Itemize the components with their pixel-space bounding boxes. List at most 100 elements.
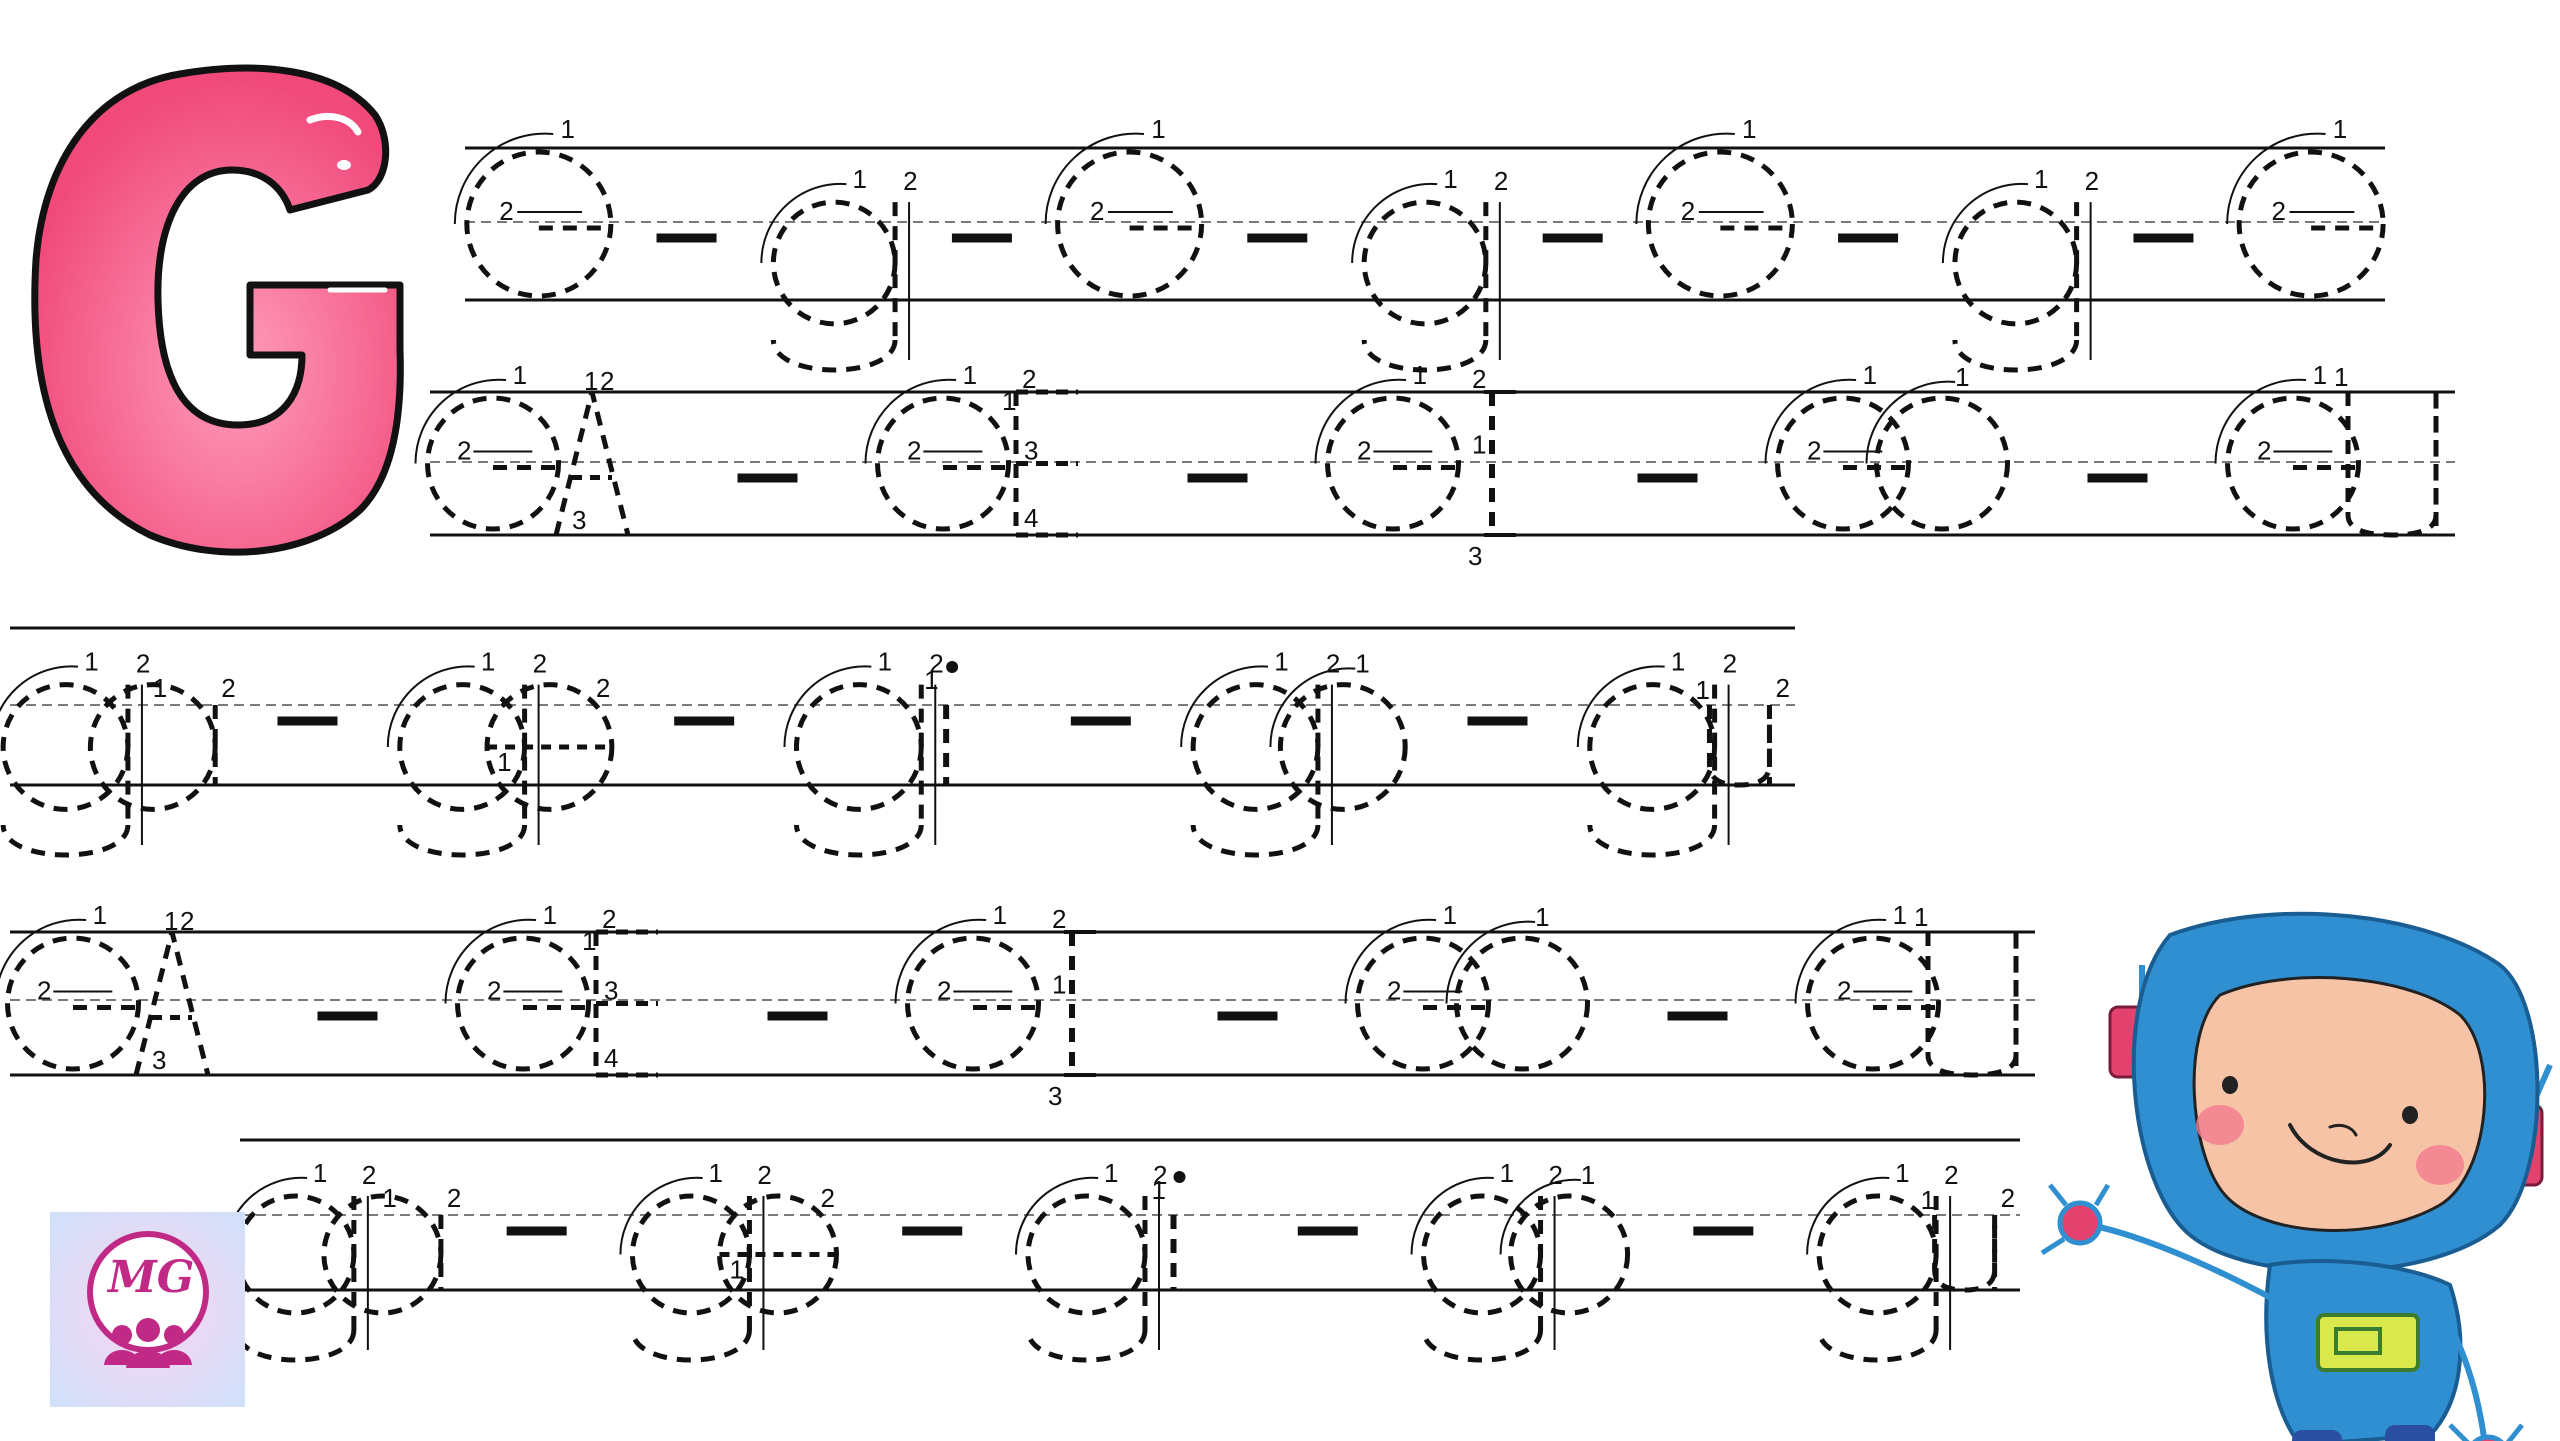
svg-text:1: 1: [1955, 362, 1969, 392]
svg-text:1: 1: [382, 1183, 396, 1213]
svg-text:1: 1: [1695, 675, 1709, 705]
svg-text:3: 3: [1468, 541, 1482, 571]
svg-text:2: 2: [487, 976, 501, 1006]
robot-icon: [2040, 911, 2553, 1441]
svg-text:2: 2: [1681, 196, 1695, 226]
svg-text:1: 1: [729, 1255, 743, 1285]
svg-text:2: 2: [1723, 649, 1737, 679]
svg-text:2: 2: [600, 366, 614, 396]
trace-item-G: 12: [1044, 114, 1205, 299]
svg-text:1: 1: [497, 747, 511, 777]
svg-text:1: 1: [852, 164, 866, 194]
svg-text:3: 3: [604, 976, 618, 1006]
svg-text:1: 1: [584, 366, 598, 396]
svg-text:3: 3: [1048, 1081, 1062, 1111]
svg-text:1: 1: [1863, 360, 1877, 390]
svg-text:2: 2: [1944, 1160, 1958, 1190]
svg-text:1: 1: [1413, 360, 1427, 390]
svg-text:1: 1: [560, 114, 574, 144]
trace-item-G: 12: [2226, 114, 2386, 299]
trace-item-ge: 1 2 1 2: [619, 1158, 839, 1363]
svg-text:1: 1: [1443, 900, 1457, 930]
svg-text:2: 2: [2001, 1183, 2015, 1213]
svg-text:1: 1: [1581, 1160, 1595, 1190]
svg-text:2: 2: [499, 196, 513, 226]
svg-text:2: 2: [533, 649, 547, 679]
svg-text:2: 2: [2257, 436, 2271, 466]
svg-text:1: 1: [1151, 114, 1165, 144]
svg-text:1: 1: [164, 906, 178, 936]
svg-text:1: 1: [708, 1158, 722, 1188]
svg-text:3: 3: [1024, 436, 1038, 466]
svg-text:1: 1: [93, 900, 107, 930]
svg-text:2: 2: [457, 436, 471, 466]
svg-text:2: 2: [136, 649, 150, 679]
svg-text:1: 1: [878, 647, 892, 677]
svg-text:1: 1: [1895, 1158, 1909, 1188]
svg-text:1: 1: [313, 1158, 327, 1188]
svg-text:2: 2: [180, 906, 194, 936]
svg-text:1: 1: [993, 900, 1007, 930]
svg-text:2: 2: [2272, 196, 2286, 226]
svg-text:2: 2: [1357, 436, 1371, 466]
svg-text:2: 2: [1387, 976, 1401, 1006]
trace-item-Go: 1 2 1: [1344, 900, 1590, 1072]
svg-text:1: 1: [2034, 164, 2048, 194]
svg-text:1: 1: [1535, 902, 1549, 932]
svg-text:1: 1: [1104, 1158, 1118, 1188]
svg-text:2: 2: [1153, 1160, 1167, 1190]
svg-text:3: 3: [572, 505, 586, 535]
svg-text:2: 2: [903, 166, 917, 196]
svg-text:2: 2: [1090, 196, 1104, 226]
svg-text:1: 1: [1355, 649, 1369, 679]
svg-text:2: 2: [1549, 1160, 1563, 1190]
svg-text:2: 2: [907, 436, 921, 466]
svg-text:2: 2: [1052, 904, 1066, 934]
svg-text:2: 2: [1775, 673, 1789, 703]
svg-text:2: 2: [820, 1183, 834, 1213]
svg-text:3: 3: [152, 1045, 166, 1075]
svg-text:1: 1: [84, 647, 98, 677]
svg-text:1: 1: [1274, 647, 1288, 677]
svg-text:2: 2: [1837, 976, 1851, 1006]
trace-item-Gu: 1 2 1: [2214, 360, 2439, 538]
svg-text:1: 1: [1472, 430, 1486, 460]
svg-text:1: 1: [582, 926, 596, 956]
svg-text:2: 2: [447, 1183, 461, 1213]
svg-text:1: 1: [1921, 1185, 1935, 1215]
big-letter-g: [31, 64, 404, 556]
svg-text:2: 2: [362, 1160, 376, 1190]
people-icon: [104, 1318, 192, 1368]
svg-text:1: 1: [153, 673, 167, 703]
svg-text:1: 1: [1500, 1158, 1514, 1188]
svg-text:1: 1: [2333, 114, 2347, 144]
svg-text:1: 1: [924, 665, 938, 695]
svg-text:2: 2: [1022, 364, 1036, 394]
svg-text:1: 1: [2313, 360, 2327, 390]
svg-text:2: 2: [221, 673, 235, 703]
svg-text:1: 1: [1893, 900, 1907, 930]
svg-text:2: 2: [2085, 166, 2099, 196]
svg-text:1: 1: [2334, 362, 2348, 392]
svg-text:1: 1: [1742, 114, 1756, 144]
svg-text:2: 2: [757, 1160, 771, 1190]
